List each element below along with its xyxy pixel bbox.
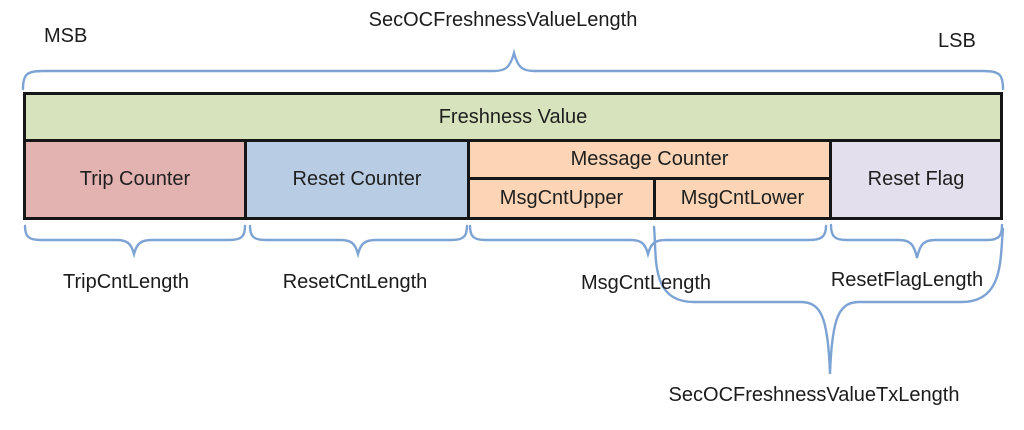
- trip-cnt-brace: [23, 224, 247, 259]
- message-counter-group: Message Counter MsgCntUpper MsgCntLower: [470, 142, 832, 217]
- tx-length-brace: [652, 225, 1005, 375]
- msg-cnt-length-label: MsgCntLength: [580, 272, 712, 294]
- lsb-label: LSB: [938, 30, 976, 52]
- top-brace: [21, 48, 1005, 91]
- message-counter-cell: Message Counter: [470, 142, 829, 180]
- reset-counter-cell: Reset Counter: [247, 142, 470, 217]
- reset-flag-cell: Reset Flag: [832, 142, 1000, 217]
- msg-cnt-lower-cell: MsgCntLower: [656, 180, 829, 217]
- freshness-value-length-label: SecOCFreshnessValueLength: [368, 9, 638, 31]
- reset-flag-brace: [829, 223, 1004, 259]
- freshness-value-cell: Freshness Value: [26, 95, 1000, 142]
- tx-length-label: SecOCFreshnessValueTxLength: [668, 384, 960, 406]
- msg-cnt-brace: [468, 224, 828, 259]
- reset-flag-length-label: ResetFlagLength: [830, 269, 984, 291]
- trip-counter-cell: Trip Counter: [26, 142, 247, 217]
- trip-cnt-length-label: TripCntLength: [63, 271, 189, 293]
- freshness-value-table: Freshness Value Trip Counter Reset Count…: [23, 92, 1003, 220]
- reset-cnt-brace: [248, 224, 469, 259]
- msg-cnt-upper-cell: MsgCntUpper: [470, 180, 656, 217]
- msb-label: MSB: [44, 25, 88, 47]
- reset-cnt-length-label: ResetCntLength: [282, 271, 428, 293]
